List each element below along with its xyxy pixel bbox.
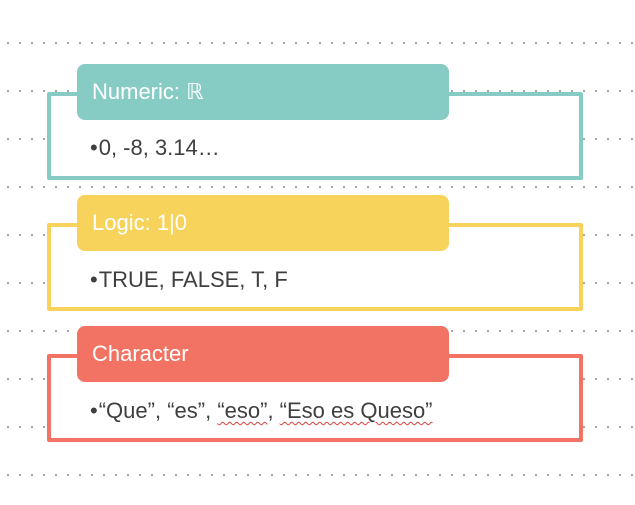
bullet-icon: • (90, 267, 98, 292)
separator: , (205, 398, 218, 423)
numeric-header: Numeric: ℝ (77, 64, 449, 120)
example-que: “Que” (98, 398, 155, 423)
example-eso: “eso” (217, 398, 268, 423)
numeric-examples-text: 0, -8, 3.14… (98, 135, 220, 160)
example-eso-es-queso: “Eso es Queso” (279, 398, 433, 423)
character-header: Character (77, 326, 449, 382)
separator: , (267, 398, 280, 423)
example-es: “es” (167, 398, 206, 423)
logic-label: Logic: 1|0 (92, 210, 188, 235)
numeric-label: Numeric: ℝ (92, 79, 204, 104)
logic-examples-text: TRUE, FALSE, T, F (98, 267, 288, 292)
bullet-icon: • (90, 398, 98, 423)
numeric-examples: •0, -8, 3.14… (90, 135, 220, 161)
logic-examples: •TRUE, FALSE, T, F (90, 267, 288, 293)
separator: , (154, 398, 168, 423)
character-examples: •“Que”, “es”, “eso”, “Eso es Queso” (90, 398, 433, 424)
bullet-icon: • (90, 135, 98, 160)
logic-header: Logic: 1|0 (77, 195, 449, 251)
character-label: Character (92, 341, 189, 366)
